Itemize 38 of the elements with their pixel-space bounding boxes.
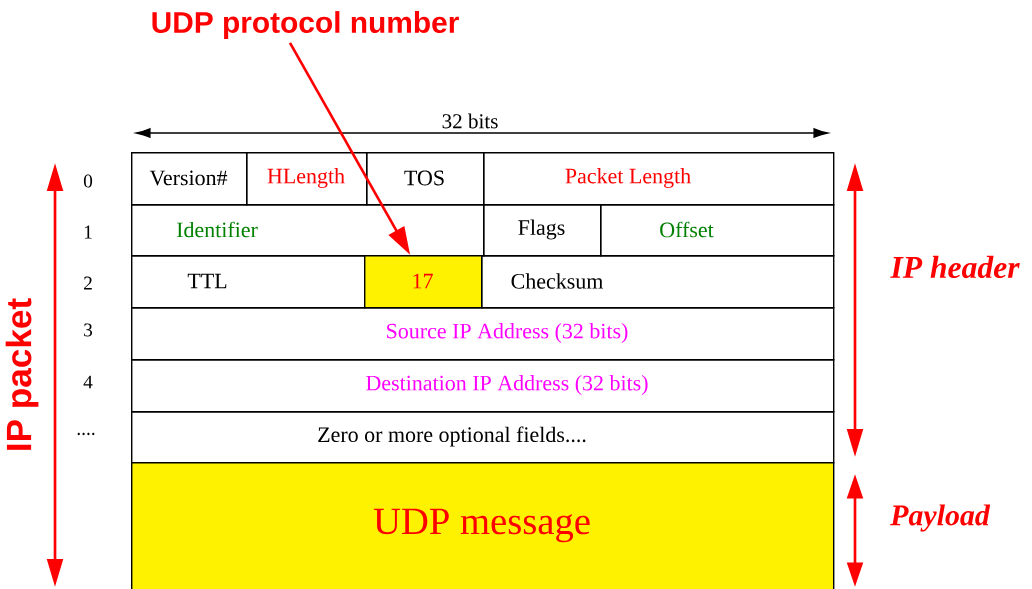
dimension-label: 32 bits bbox=[442, 113, 498, 129]
row-number: 3 bbox=[84, 323, 93, 337]
row-number: 4 bbox=[83, 375, 93, 389]
field-label: Identifier bbox=[176, 221, 258, 238]
dimension-label: IP header bbox=[890, 255, 1020, 279]
callout-text: UDP protocol number bbox=[152, 11, 459, 39]
field-label: TOS bbox=[404, 170, 444, 186]
field-label: Zero or more optional fields.... bbox=[318, 426, 586, 447]
field-label: Offset bbox=[660, 221, 714, 238]
field-label: Packet Length bbox=[565, 168, 691, 188]
field-label: Flags bbox=[518, 219, 565, 240]
row-number: 0 bbox=[83, 174, 93, 188]
field-label: HLength bbox=[267, 168, 345, 188]
header-field-cell bbox=[131, 307, 835, 361]
row-number: .... bbox=[77, 432, 95, 436]
header-field-cell bbox=[131, 255, 366, 309]
row-number: 1 bbox=[84, 225, 92, 239]
dimension-label: IP packet bbox=[5, 298, 39, 450]
field-label: UDP message bbox=[373, 508, 590, 543]
header-field-cell bbox=[483, 204, 602, 257]
dimension-label: Payload bbox=[890, 504, 991, 532]
header-field-cell bbox=[131, 152, 248, 206]
payload-block bbox=[131, 462, 835, 589]
field-label: Source IP Address (32 bits) bbox=[387, 323, 628, 343]
header-field-cell bbox=[246, 152, 368, 206]
field-label: Destination IP Address (32 bits) bbox=[366, 375, 648, 395]
row-number: 2 bbox=[84, 276, 92, 290]
field-label: TTL bbox=[187, 273, 227, 289]
field-label: 17 bbox=[413, 273, 433, 289]
field-label: Version# bbox=[149, 170, 228, 186]
header-field-cell bbox=[600, 204, 835, 257]
header-field-cell bbox=[131, 359, 835, 413]
header-field-cell bbox=[483, 152, 835, 206]
header-field-cell bbox=[131, 411, 835, 464]
header-field-cell bbox=[364, 255, 483, 309]
field-label: Checksum bbox=[511, 273, 603, 289]
header-field-cell bbox=[481, 255, 835, 309]
header-field-cell bbox=[366, 152, 485, 206]
